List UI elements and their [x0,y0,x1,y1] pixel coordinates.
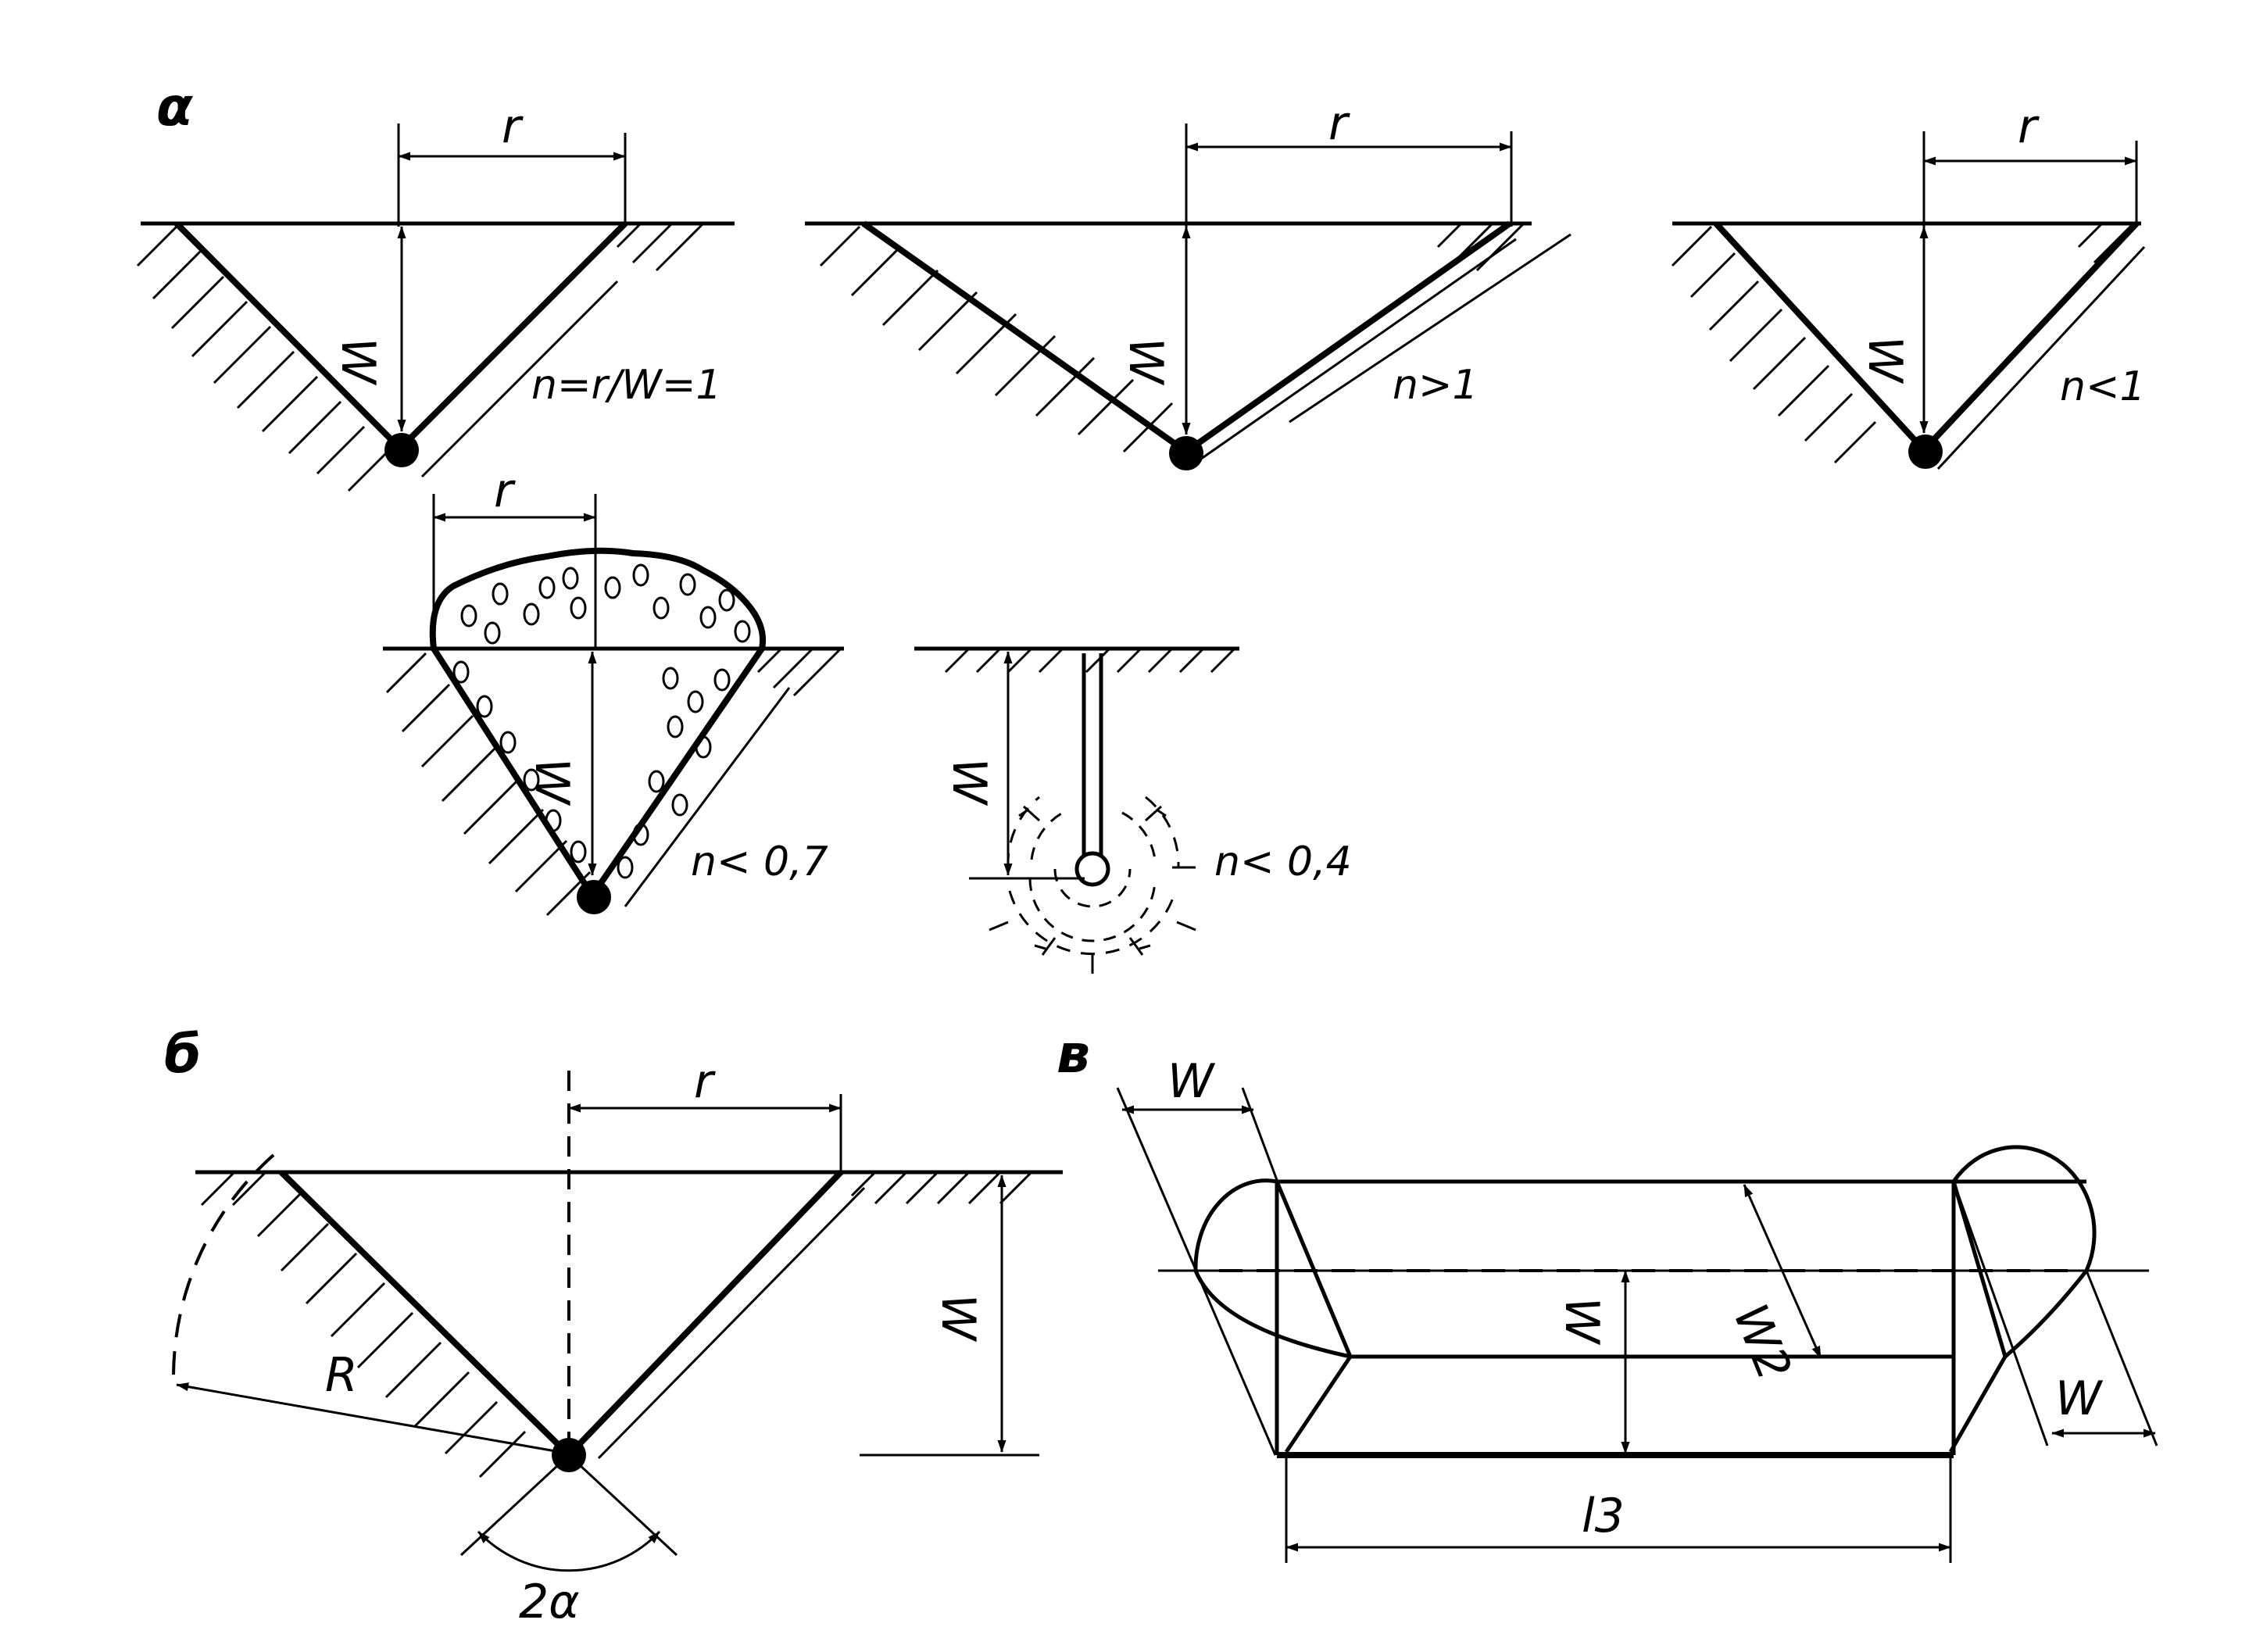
panel-label-b: б [164,1024,201,1085]
elongated-charge-crater-plan: W W W W2 l3 [1116,1054,2158,1563]
hatching [385,647,842,917]
dim-W: W [524,758,579,806]
hatching [200,1171,1033,1479]
dim-r: r [2018,99,2040,154]
dim-r: r [1328,96,1350,151]
hatching [136,222,705,492]
condition-n-eq-1: n=r/W=1 [531,362,722,409]
crater-n-equal-1: r W n=r/W=1 [136,99,735,492]
crater-n-less-07: r W n< 0,7 [383,463,844,917]
camouflet-n-less-04: W n< 0,4 [914,646,1352,974]
condition-n-lt-07: n< 0,7 [691,839,828,885]
condition-n-gt-1: n>1 [1393,362,1478,409]
dim-r: r [494,463,516,518]
dim-W2: W2 [1722,1296,1801,1388]
dim-2alpha: 2α [519,1575,580,1629]
crater-n-greater-1: r W n>1 [805,96,1571,470]
hatching [944,647,1236,674]
dim-W: W [942,758,996,806]
crater-n-less-1: r W n<1 [1671,99,2146,470]
hatching [1671,222,2135,464]
condition-n-lt-1: n<1 [2060,363,2146,410]
radial-cracks [989,805,1196,974]
dim-W: W [331,338,385,386]
dim-r: r [694,1054,716,1109]
dim-R: R [325,1348,358,1403]
dim-W-center: W [1554,1297,1609,1346]
dim-W-right: W [2055,1371,2104,1426]
panel-label-a: α [156,77,194,138]
panel-label-v: в [1057,1024,1090,1085]
dim-W: W [1857,336,1912,384]
dim-W: W [931,1294,985,1343]
dim-r: r [502,99,524,154]
loosened-rock-particles [452,563,751,879]
dim-W-top: W [1167,1054,1216,1109]
dim-W: W [1118,338,1173,386]
condition-n-lt-04: n< 0,4 [1214,839,1352,885]
crater-geometry-section: r R 2α W [172,1054,1063,1629]
dim-l3: l3 [1582,1489,1625,1543]
